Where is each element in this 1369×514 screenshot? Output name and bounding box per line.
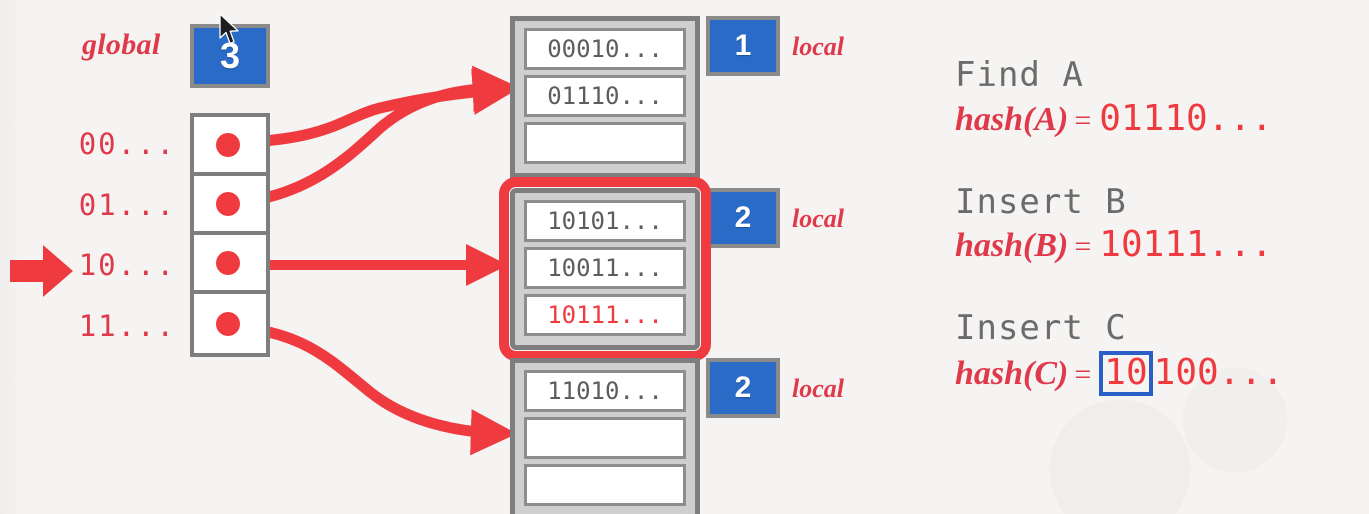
operation-insert-b-title: Insert B xyxy=(955,181,1127,222)
bucket-3-slot-2[interactable] xyxy=(524,464,686,506)
pointer-dot-icon xyxy=(216,250,240,275)
bucket-3-slot-1[interactable] xyxy=(524,417,686,459)
highlighted-prefix-bits: 10 xyxy=(1099,351,1153,396)
hash-value-b: 10111... xyxy=(1099,224,1273,266)
directory-key-10: 10... xyxy=(78,248,176,282)
operation-find-a-hash: hash(A) = 01110... xyxy=(955,98,1365,139)
operation-find-a-title: Find A xyxy=(955,55,1084,95)
bucket-1-slot-0[interactable]: 00010... xyxy=(524,28,686,70)
operation-find-a: Find A hash(A) = 01110... xyxy=(955,55,1365,139)
bucket-2-slot-2[interactable]: 10111... xyxy=(524,294,686,336)
directory-key-11: 11... xyxy=(78,309,176,343)
directory-key-00: 00... xyxy=(78,127,176,161)
bucket-3-slot-0[interactable]: 11010... xyxy=(524,370,686,412)
hash-value-c-rest: 100... xyxy=(1153,352,1284,394)
operation-insert-b: Insert B hash(B) = 10111... xyxy=(955,181,1365,265)
bucket-3-local-label: local xyxy=(792,374,844,403)
global-depth-label: global xyxy=(82,28,161,61)
directory-slot-2[interactable] xyxy=(194,235,266,294)
directory-key-01: 01... xyxy=(78,188,176,222)
pointer-dot-icon xyxy=(216,191,240,216)
mouse-cursor-icon xyxy=(219,13,239,45)
operation-insert-c-title: Insert C xyxy=(955,308,1127,349)
bucket-1-slot-2[interactable] xyxy=(524,122,686,164)
bucket-2-local-label: local xyxy=(792,204,844,233)
pointer-dot-icon xyxy=(216,311,240,336)
right-arrow-icon xyxy=(10,245,73,297)
bucket-1-slot-1[interactable]: 01110... xyxy=(524,75,686,117)
directory-slot-1[interactable] xyxy=(194,176,266,235)
bucket-3[interactable]: 11010... xyxy=(510,358,700,514)
equals-sign: = xyxy=(1074,358,1092,392)
pointer-dot-icon xyxy=(216,132,240,157)
equals-sign: = xyxy=(1074,230,1092,264)
bucket-3-local-depth: 2 xyxy=(706,358,780,418)
bucket-2[interactable]: 10101... 10011... 10111... xyxy=(499,177,711,361)
directory-array xyxy=(190,113,270,357)
operations-panel: Find A hash(A) = 01110... Insert B hash(… xyxy=(955,55,1365,442)
directory-slot-0[interactable] xyxy=(194,117,266,176)
bucket-1-local-label: local xyxy=(792,32,844,61)
directory-slot-3[interactable] xyxy=(194,294,266,353)
hash-function-a: hash(A) xyxy=(955,100,1069,138)
equals-sign: = xyxy=(1074,103,1092,137)
bucket-2-slot-0[interactable]: 10101... xyxy=(524,200,686,242)
bucket-1[interactable]: 00010... 01110... xyxy=(510,16,700,178)
bucket-2-local-depth: 2 xyxy=(706,188,780,248)
hash-function-b: hash(B) xyxy=(955,227,1069,265)
hash-value-a: 01110... xyxy=(1099,97,1273,139)
hash-function-c: hash(C) xyxy=(955,355,1069,393)
bucket-1-local-depth: 1 xyxy=(706,16,780,76)
operation-insert-b-hash: hash(B) = 10111... xyxy=(955,224,1365,265)
bucket-2-slot-1[interactable]: 10011... xyxy=(524,247,686,289)
